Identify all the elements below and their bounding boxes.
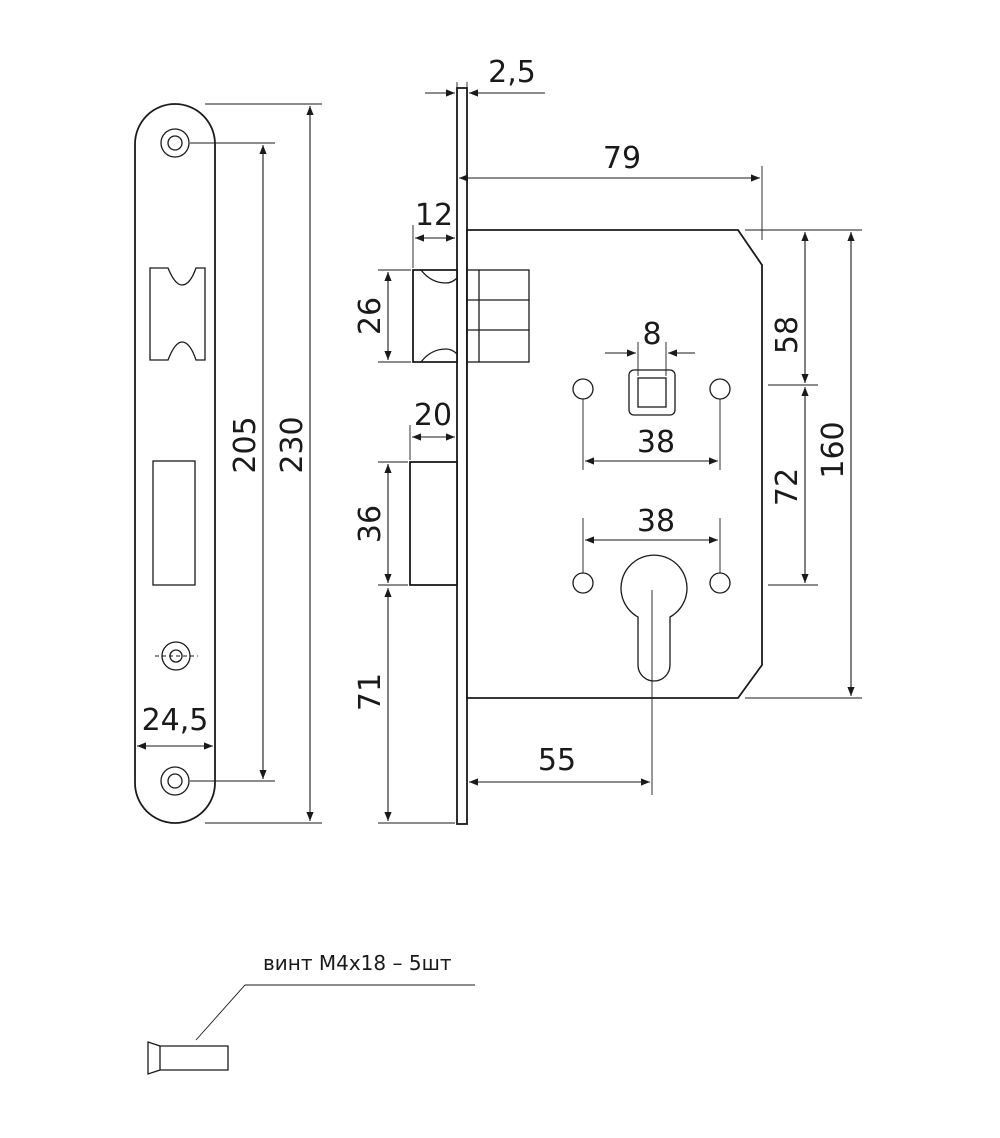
screw-icon: [147, 1041, 229, 1075]
spindle-square: [637, 377, 667, 408]
dim-spindle-holes: 38: [637, 425, 675, 460]
dim-bolt-to-bottom: 71: [353, 673, 388, 711]
faceplate-front-view: [134, 103, 216, 824]
faceplate-edge: [456, 87, 468, 825]
dim-fixing-centers: 205: [228, 416, 263, 473]
lock-body-side-view: [409, 87, 763, 825]
dim-cylinder-holes: 38: [637, 504, 675, 539]
dim-backset: 55: [538, 743, 576, 778]
screw-note: винт М4х18 – 5шт: [147, 951, 475, 1075]
dim-faceplate-thickness: 2,5: [488, 55, 536, 90]
faceplate-dimensions: 205 230 24,5: [134, 103, 322, 824]
bolt-window: [152, 460, 196, 586]
top-screw-hole: [160, 128, 190, 158]
dim-spindle-to-cylinder: 72: [770, 468, 805, 506]
side-view-dimensions: 2,5 79 12 26 20 36 71 55: [353, 55, 862, 824]
dim-spindle-square: 8: [642, 317, 661, 352]
bottom-screw-hole: [160, 766, 190, 796]
dim-bolt-projection: 20: [414, 398, 452, 433]
dim-bolt-height: 36: [353, 505, 388, 543]
cylinder-cutout: [620, 554, 688, 682]
dead-bolt: [409, 461, 458, 586]
dim-faceplate-width: 24,5: [142, 703, 209, 738]
dim-top-to-spindle: 58: [770, 316, 805, 354]
latch-bolt: [412, 269, 458, 363]
screw-leader-line: [195, 984, 475, 1041]
latch-mechanism: [466, 269, 530, 363]
spindle-hub: [628, 369, 676, 416]
faceplate-outline: [134, 103, 216, 824]
dim-body-depth: 79: [603, 141, 641, 176]
dim-latch-height: 26: [353, 297, 388, 335]
dim-latch-projection: 12: [415, 198, 453, 233]
dim-faceplate-length: 230: [275, 416, 310, 473]
screw-label: винт М4х18 – 5шт: [263, 951, 452, 975]
dim-body-height: 160: [816, 421, 851, 478]
latch-window: [149, 267, 206, 361]
